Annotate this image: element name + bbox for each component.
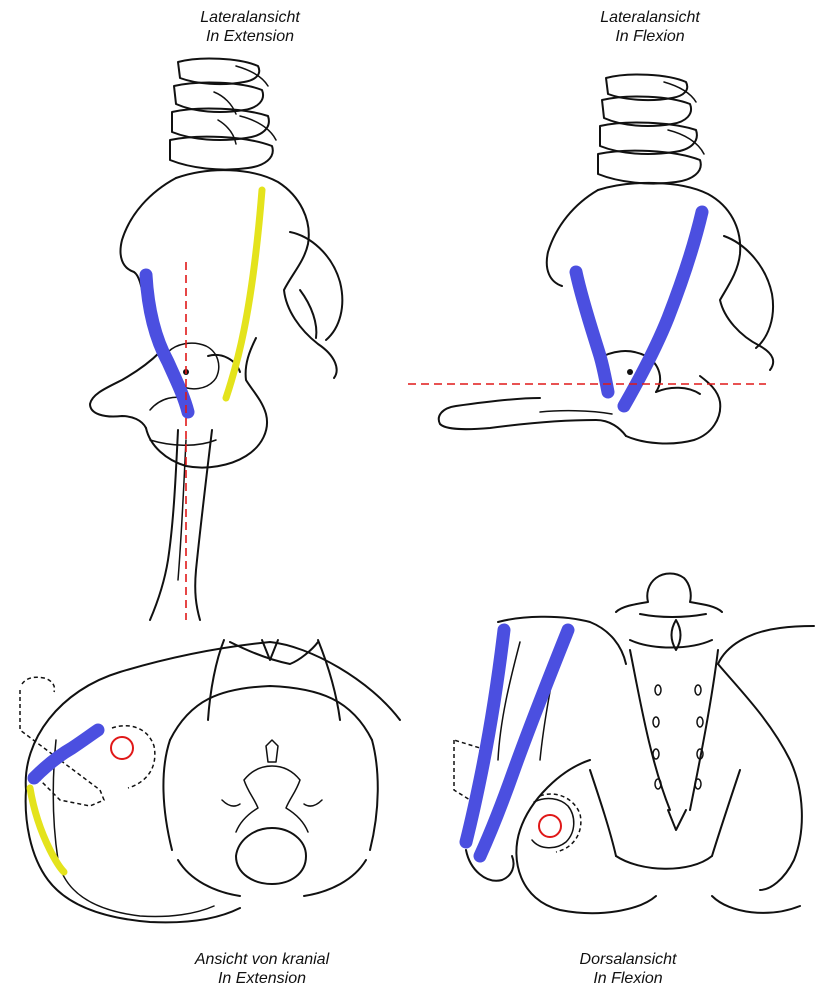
yellow-muscle-band bbox=[30, 788, 64, 872]
pelvis-drawing bbox=[90, 170, 342, 467]
lumbar-spine-drawing bbox=[170, 59, 276, 170]
sacral-foramina bbox=[653, 685, 703, 789]
red-pivot-circle bbox=[111, 737, 133, 759]
blue-muscle-band bbox=[146, 275, 188, 412]
panel-dorsal-flexion bbox=[454, 574, 814, 914]
acetabulum-center-dot bbox=[627, 369, 633, 375]
blue-muscle-band bbox=[624, 212, 702, 406]
red-pivot-circle bbox=[539, 815, 561, 837]
blue-muscle-band bbox=[34, 730, 98, 778]
spine-and-sacrum-drawing bbox=[616, 574, 722, 831]
pelvis-drawing bbox=[454, 617, 814, 913]
blue-muscle-band bbox=[576, 272, 608, 392]
pelvis-drawing bbox=[439, 183, 773, 444]
panel-cranial-extension bbox=[20, 640, 400, 922]
lumbar-spine-drawing bbox=[598, 75, 704, 184]
pelvis-drawing bbox=[20, 640, 400, 922]
panel-lateral-flexion bbox=[408, 75, 773, 444]
yellow-muscle-band bbox=[226, 190, 262, 398]
panel-lateral-extension bbox=[90, 59, 342, 620]
femur-drawing bbox=[150, 430, 212, 620]
